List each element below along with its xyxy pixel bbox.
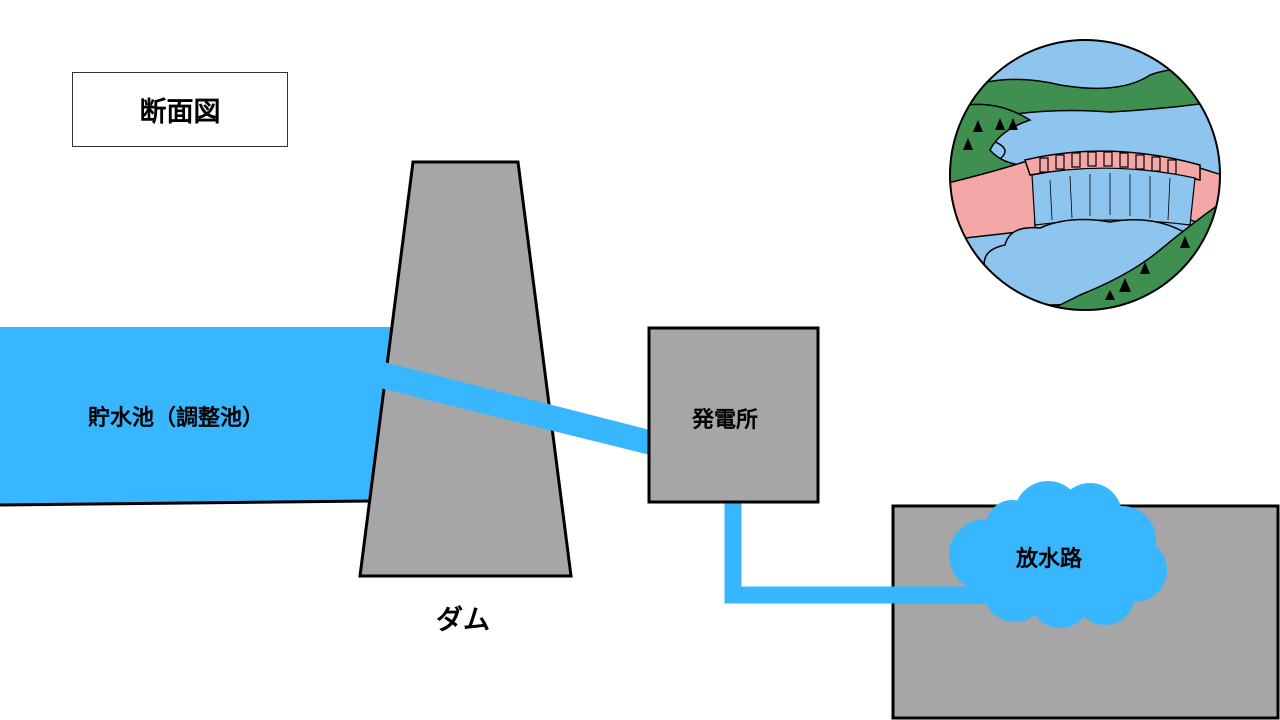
dam-label: ダム (436, 605, 490, 636)
power-station-label: 発電所 (692, 408, 759, 433)
diagram-title: 断面図 (139, 97, 221, 128)
tailrace-water-cloud (949, 481, 1167, 628)
reservoir-water (0, 327, 392, 505)
dam-illustration-icon (949, 39, 1221, 311)
diagram-title-box: 断面図 (72, 72, 288, 147)
tailrace-label: 放水路 (1016, 547, 1083, 572)
dam-body (358, 160, 573, 578)
reservoir-bottom-line (0, 499, 373, 507)
outflow-pipe (724, 502, 990, 604)
reservoir-label: 貯水池（調整池） (88, 406, 265, 431)
power-station-box (647, 326, 820, 504)
penstock-pipe (380, 362, 650, 455)
